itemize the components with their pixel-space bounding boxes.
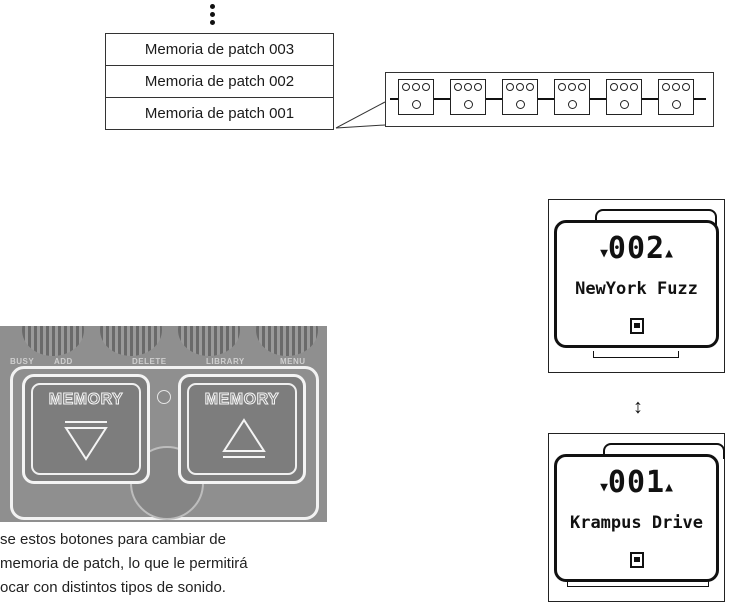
pedal-photo: BUSY ADD DELETE LIBRARY MENU MEMORY MEMO… [0, 326, 327, 522]
patch-name: Krampus Drive [569, 513, 704, 533]
knob-label-add: ADD [54, 357, 73, 366]
patch-memory-003: Memoria de patch 003 [106, 34, 333, 66]
knob [100, 326, 162, 356]
knob [256, 326, 318, 356]
effect-pedal-icon [658, 79, 694, 115]
effect-pedal-icon [606, 79, 642, 115]
knob-labels: BUSY ADD DELETE LIBRARY MENU [0, 357, 327, 369]
triangle-down-icon [64, 421, 108, 461]
knob [178, 326, 240, 356]
signal-line [390, 98, 706, 100]
patch-memory-002: Memoria de patch 002 [106, 66, 333, 98]
knob-label-menu: MENU [280, 357, 306, 366]
patch-number: ▼002▲ [600, 231, 673, 266]
lcd-screen-002: ▼002▲ NewYork Fuzz [548, 199, 725, 373]
callout-lines [335, 101, 386, 129]
caption: se estos botones para cambiar de memoria… [0, 528, 332, 600]
patch-number: ▼001▲ [600, 465, 673, 500]
effect-chain-box [385, 72, 714, 127]
patch-memory-list: Memoria de patch 003 Memoria de patch 00… [105, 33, 334, 130]
knob-label-delete: DELETE [132, 357, 167, 366]
knob [22, 326, 84, 356]
knob-label-library: LIBRARY [206, 357, 245, 366]
effect-pedal-icon [398, 79, 434, 115]
caption-line-1: se estos botones para cambiar de [0, 531, 226, 548]
effect-pedal-icon [625, 552, 651, 568]
led-indicator [157, 390, 171, 404]
memory-down-button[interactable]: MEMORY [22, 374, 150, 484]
effect-pedal-icon [554, 79, 590, 115]
effect-pedal-icon [450, 79, 486, 115]
up-down-arrow-icon: ↕ [633, 396, 643, 418]
lcd-screen-001: ▼001▲ Krampus Drive [548, 433, 725, 602]
vertical-ellipsis-icon [208, 4, 216, 28]
effect-pedal-icon [625, 318, 651, 334]
caption-line-2: memoria de patch, lo que le permitirá [0, 555, 248, 572]
lcd-display: ▼002▲ NewYork Fuzz [554, 220, 719, 348]
effect-pedal-icon [502, 79, 538, 115]
caption-line-3: ocar con distintos tipos de sonido. [0, 579, 226, 596]
patch-memory-001: Memoria de patch 001 [144, 105, 295, 122]
memory-up-button[interactable]: MEMORY [178, 374, 306, 484]
lcd-display: ▼001▲ Krampus Drive [554, 454, 719, 582]
effect-chain [385, 72, 712, 125]
patch-name: NewYork Fuzz [575, 279, 698, 299]
triangle-up-icon [222, 418, 266, 458]
knob-label-busy: BUSY [10, 357, 35, 366]
